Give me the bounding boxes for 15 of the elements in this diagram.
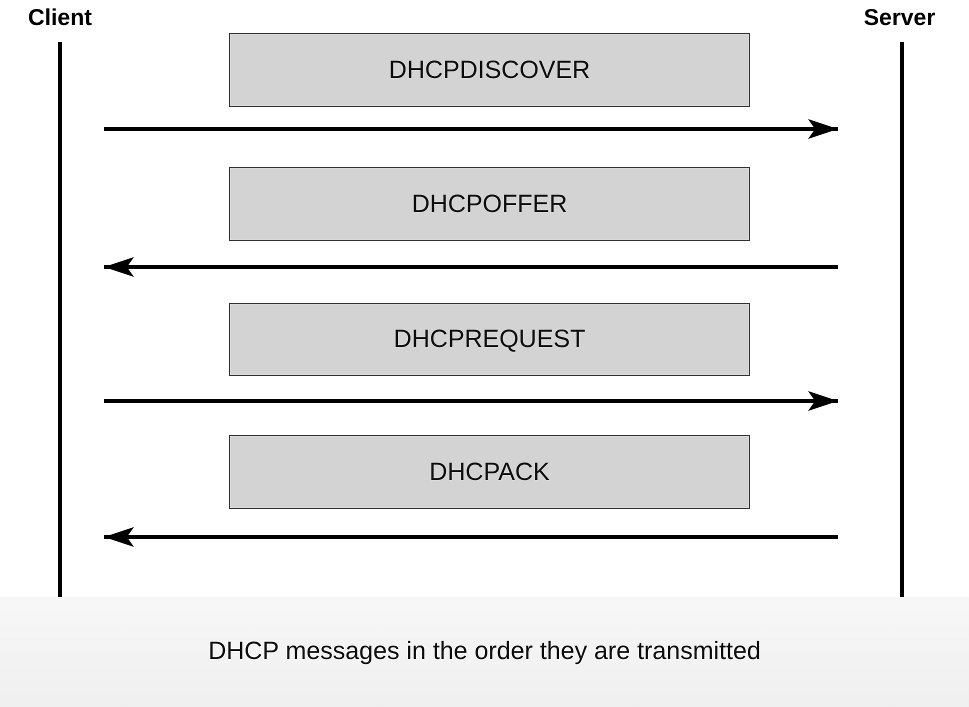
message-label: DHCPDISCOVER <box>388 56 590 84</box>
message-box <box>229 167 750 241</box>
message-box <box>229 33 750 107</box>
message-box <box>229 435 750 509</box>
message-label: DHCPOFFER <box>412 190 568 218</box>
message-label: DHCPREQUEST <box>394 325 586 354</box>
message-arrow <box>104 391 838 411</box>
message-arrow <box>104 119 838 139</box>
message-arrow <box>104 527 838 547</box>
message-label: DHCPACK <box>429 458 550 486</box>
message-box <box>229 303 750 376</box>
participant-label: Client <box>27 4 93 31</box>
participant-label: Server <box>862 4 936 31</box>
message-arrow <box>104 257 838 277</box>
caption: DHCP messages in the order they are transmitted <box>207 637 762 666</box>
